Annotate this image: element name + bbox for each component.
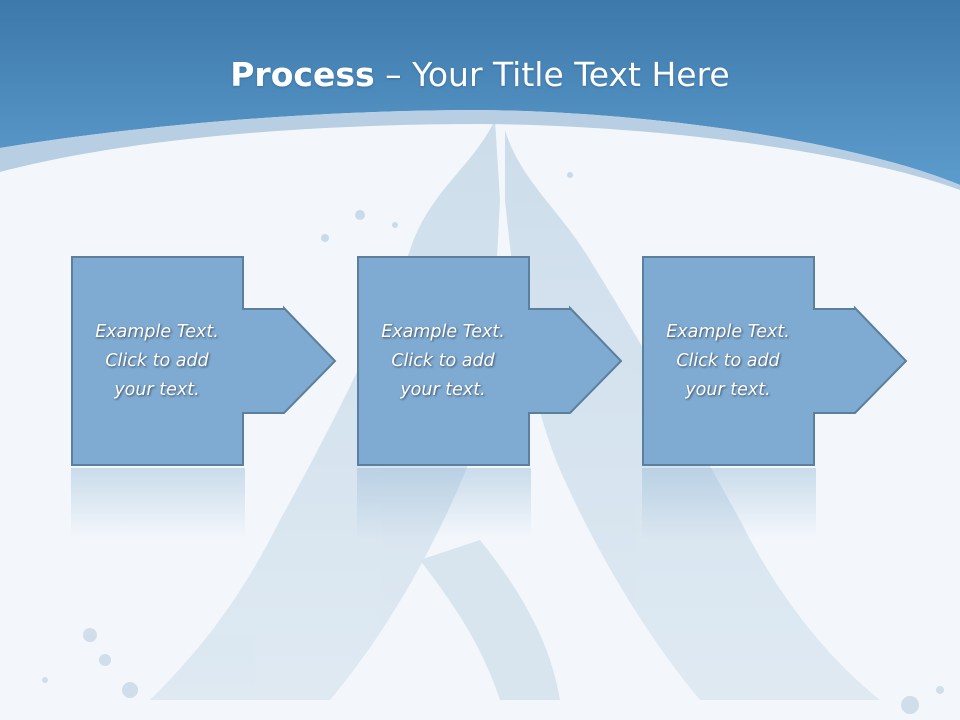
step-text-line: Example Text. [95, 321, 219, 342]
step-reflection [357, 468, 531, 538]
step-reflection [642, 468, 816, 538]
step-text[interactable]: Example Text. Click to add your text. [642, 256, 814, 466]
step-text-line: Example Text. [381, 321, 505, 342]
step-reflection [71, 468, 245, 538]
process-step-3[interactable]: Example Text. Click to add your text. [642, 256, 932, 466]
process-step-2[interactable]: Example Text. Click to add your text. [357, 256, 647, 466]
step-text-line: your text. [400, 379, 486, 400]
header-curve-accent [0, 110, 960, 190]
step-text-line: Example Text. [666, 321, 790, 342]
title-bold: Process [230, 55, 375, 94]
step-text-line: Click to add [391, 350, 495, 371]
step-text-line: your text. [685, 379, 771, 400]
step-text[interactable]: Example Text. Click to add your text. [357, 256, 529, 466]
step-text-line: Click to add [676, 350, 780, 371]
step-text[interactable]: Example Text. Click to add your text. [71, 256, 243, 466]
process-step-1[interactable]: Example Text. Click to add your text. [71, 256, 361, 466]
step-arrow-shape [71, 256, 337, 466]
step-arrow-shape [357, 256, 623, 466]
step-text-line: Click to add [105, 350, 209, 371]
header-band [0, 0, 960, 185]
step-text-line: your text. [114, 379, 200, 400]
title-rest: – Your Title Text Here [374, 55, 730, 94]
slide-title[interactable]: Process – Your Title Text Here [0, 52, 960, 98]
step-arrow-shape [642, 256, 908, 466]
